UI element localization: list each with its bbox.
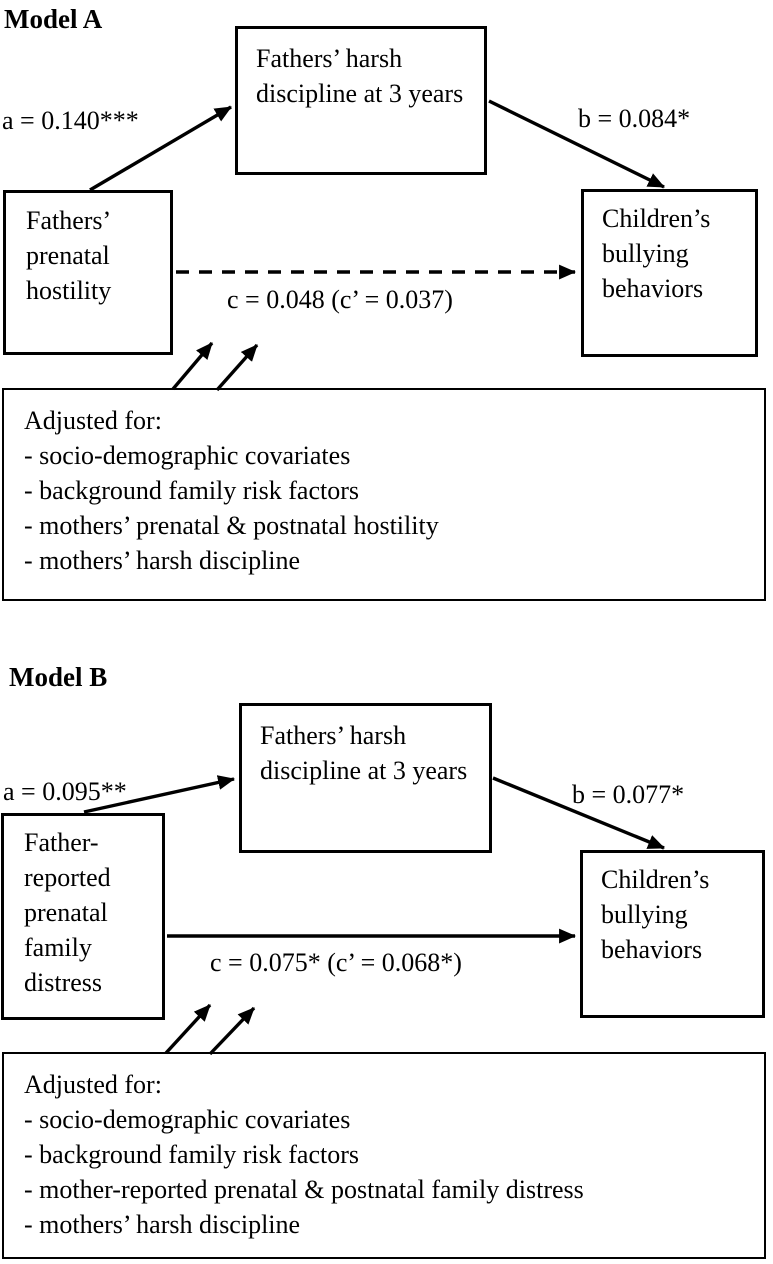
model-b-adjusted-item: - socio-demographic covariates bbox=[24, 1105, 351, 1134]
model-a-mediator-box: Fathers’ harsh discipline at 3 years bbox=[235, 26, 487, 175]
model-a-predictor-label: Fathers’ prenatal hostility bbox=[26, 206, 112, 305]
model-b-path-a-coefficient: a = 0.095** bbox=[3, 777, 127, 806]
model-b-path-b-coefficient: b = 0.077* bbox=[572, 780, 685, 809]
model-b-mediator-box: Fathers’ harsh discipline at 3 years bbox=[239, 703, 492, 853]
model-a-outcome-box: Children’s bullying behaviors bbox=[581, 189, 758, 357]
model-a-adjusted-box: Adjusted for: - socio-demographic covari… bbox=[2, 388, 766, 601]
model-a-title: Model A bbox=[4, 4, 103, 34]
model-b-predictor-label: Father-reported prenatal family distress bbox=[24, 828, 111, 997]
model-b-adjusted-heading: Adjusted for: bbox=[24, 1070, 162, 1099]
model-a-adjusted-item: - mothers’ prenatal & postnatal hostilit… bbox=[24, 511, 439, 540]
model-a-mediator-label: Fathers’ harsh discipline at 3 years bbox=[256, 44, 464, 108]
model-a-covariate-arrow-1 bbox=[171, 341, 214, 391]
model-b-adjusted-item: - mother-reported prenatal & postnatal f… bbox=[24, 1175, 584, 1204]
model-a-path-b-coefficient: b = 0.084* bbox=[578, 104, 691, 133]
model-b-adjusted-box: Adjusted for: - socio-demographic covari… bbox=[2, 1052, 766, 1259]
model-b-covariate-arrow-1 bbox=[164, 1003, 212, 1055]
model-b-mediator-label: Fathers’ harsh discipline at 3 years bbox=[260, 721, 468, 785]
model-b-title: Model B bbox=[9, 662, 108, 692]
model-a-predictor-box: Fathers’ prenatal hostility bbox=[3, 190, 173, 355]
model-a-covariate-arrow-2 bbox=[215, 343, 259, 392]
model-b-path-c-coefficient: c = 0.075* (c’ = 0.068*) bbox=[210, 948, 462, 977]
model-b-predictor-box: Father-reported prenatal family distress bbox=[1, 813, 165, 1020]
model-b-covariate-arrow-2 bbox=[208, 1006, 256, 1056]
model-a-path-c-coefficient: c = 0.048 (c’ = 0.037) bbox=[227, 285, 453, 314]
model-b-adjusted-item: - background family risk factors bbox=[24, 1140, 360, 1169]
model-a-adjusted-item: - socio-demographic covariates bbox=[24, 441, 351, 470]
model-a-path-a-coefficient: a = 0.140*** bbox=[2, 106, 139, 135]
model-a-adjusted-heading: Adjusted for: bbox=[24, 406, 162, 435]
model-a-outcome-label: Children’s bullying behaviors bbox=[602, 204, 711, 303]
model-b-outcome-label: Children’s bullying behaviors bbox=[601, 865, 710, 964]
model-a-adjusted-item: - background family risk factors bbox=[24, 476, 360, 505]
model-b-outcome-box: Children’s bullying behaviors bbox=[580, 850, 765, 1018]
model-a-adjusted-item: - mothers’ harsh discipline bbox=[24, 546, 301, 575]
model-b-adjusted-item: - mothers’ harsh discipline bbox=[24, 1210, 301, 1239]
